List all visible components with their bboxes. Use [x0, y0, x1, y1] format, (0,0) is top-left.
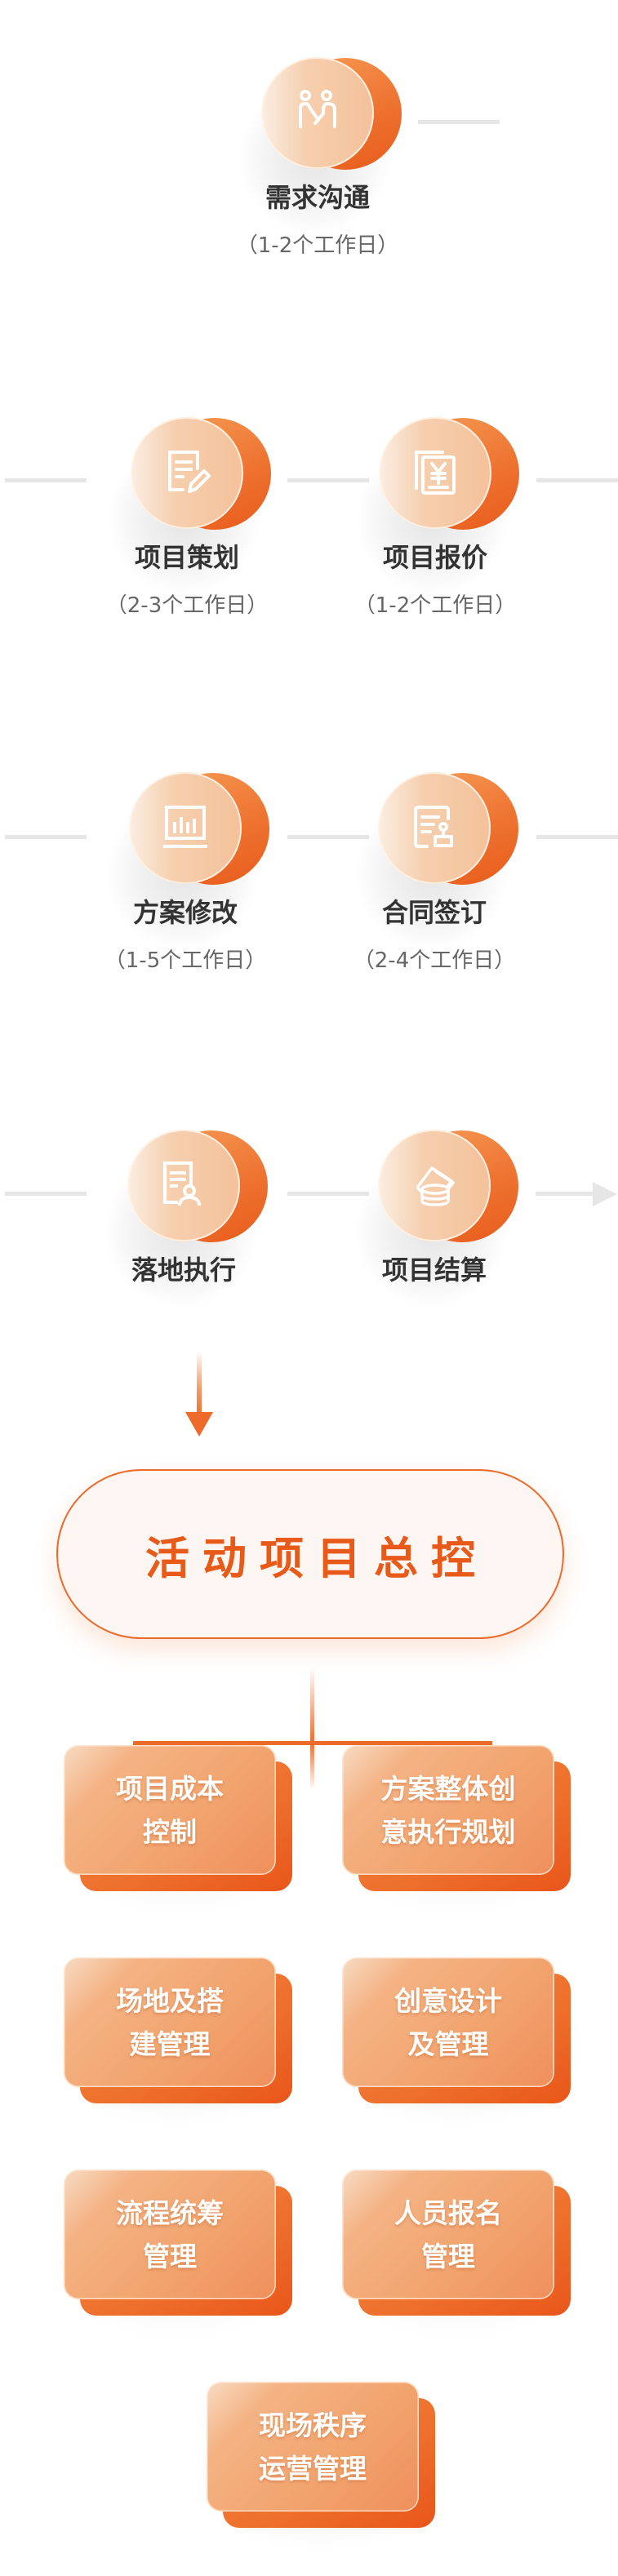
step-settlement: 项目结算 [353, 1130, 574, 1407]
disc-front [261, 57, 374, 169]
card-front: 现场秩序 运营管理 [207, 2382, 419, 2512]
module-card: 创意设计 及管理 [326, 1957, 587, 2129]
handshake-people-icon [299, 90, 336, 128]
step-title: 落地执行 [131, 1255, 236, 1286]
connector-line [5, 835, 87, 839]
step-project-quotation: 项目报价 （1-2个工作日） [354, 417, 575, 695]
card-text: 项目成本 [116, 1772, 224, 1805]
card-text: 方案整体创 [380, 1772, 516, 1805]
card-text: 人员报名 [394, 2196, 502, 2229]
connector-line [536, 835, 618, 839]
step-project-planning: 项目策划 （2-3个工作日） [106, 417, 327, 695]
connector-line [287, 835, 369, 839]
step-title: 项目策划 [134, 542, 239, 573]
card-text: 建管理 [129, 2027, 211, 2060]
connector-line [5, 1192, 87, 1196]
step-requirement-communication: 需求沟通 （1-2个工作日） [237, 57, 457, 335]
module-card: 方案整体创 意执行规划 [326, 1745, 587, 1916]
card-front: 流程统筹 管理 [64, 2170, 276, 2299]
step-duration: （2-3个工作日） [105, 593, 269, 618]
card-front: 项目成本 控制 [64, 1745, 276, 1875]
arrow-right-icon [593, 1182, 617, 1206]
connector-line [287, 1192, 369, 1196]
hub-label: 活动项目总控 [145, 1532, 488, 1584]
document-edit-icon [168, 451, 211, 493]
card-text: 及管理 [407, 2027, 489, 2060]
connector-line [536, 1192, 594, 1196]
tree-connector-center [310, 1741, 314, 1790]
step-contract-signing: 合同签订 （2-4个工作日） [353, 772, 574, 1050]
step-title: 需求沟通 [265, 182, 370, 213]
card-text: 流程统筹 [116, 2196, 224, 2229]
module-card: 项目成本 控制 [47, 1745, 309, 1916]
hub-project-control: 活动项目总控 [56, 1469, 564, 1639]
disc-front [127, 1130, 240, 1241]
card-text: 意执行规划 [380, 1815, 516, 1848]
tree-connector-vertical [310, 1668, 314, 1745]
step-title: 合同签订 [381, 897, 487, 928]
card-text: 运营管理 [259, 2452, 367, 2485]
step-duration: （1-2个工作日） [353, 593, 517, 618]
step-title: 项目报价 [382, 542, 487, 573]
card-text: 管理 [143, 2240, 197, 2272]
module-card: 场地及搭 建管理 [47, 1957, 309, 2129]
card-text: 场地及搭 [116, 1984, 224, 2017]
module-card: 流程统筹 管理 [47, 2170, 309, 2341]
step-implementation: 落地执行 [103, 1130, 323, 1407]
disc-front [129, 772, 242, 884]
step-duration: （1-5个工作日） [104, 948, 267, 973]
module-card: 现场秩序 运营管理 [190, 2382, 451, 2553]
card-text: 创意设计 [394, 1984, 502, 2017]
arrow-down-shaft [197, 1351, 202, 1415]
card-text: 管理 [421, 2240, 475, 2272]
card-front: 场地及搭 建管理 [64, 1957, 276, 2087]
connector-line [418, 120, 500, 124]
step-title: 方案修改 [132, 897, 238, 928]
card-text: 控制 [143, 1815, 197, 1848]
step-duration: （2-4个工作日） [353, 948, 516, 973]
bar-chart-icon [163, 806, 207, 848]
connector-line [5, 478, 87, 482]
connector-line [287, 478, 369, 482]
step-plan-revision: 方案修改 （1-5个工作日） [104, 772, 325, 1050]
card-front: 创意设计 及管理 [342, 1957, 554, 2087]
module-card: 人员报名 管理 [326, 2170, 587, 2341]
disc-front [131, 417, 243, 529]
yuan-invoice-icon [415, 451, 456, 495]
contract-stamp-icon [414, 806, 453, 848]
card-front: 人员报名 管理 [342, 2170, 554, 2299]
coins-stack-icon [416, 1166, 455, 1206]
step-title: 项目结算 [381, 1255, 487, 1286]
step-duration: （1-2个工作日） [236, 233, 399, 258]
card-front: 方案整体创 意执行规划 [342, 1745, 554, 1875]
disc-front [378, 772, 491, 884]
arrow-down-icon [185, 1412, 213, 1437]
card-text: 现场秩序 [259, 2409, 367, 2441]
connector-line [536, 478, 618, 482]
document-person-icon [163, 1161, 202, 1206]
